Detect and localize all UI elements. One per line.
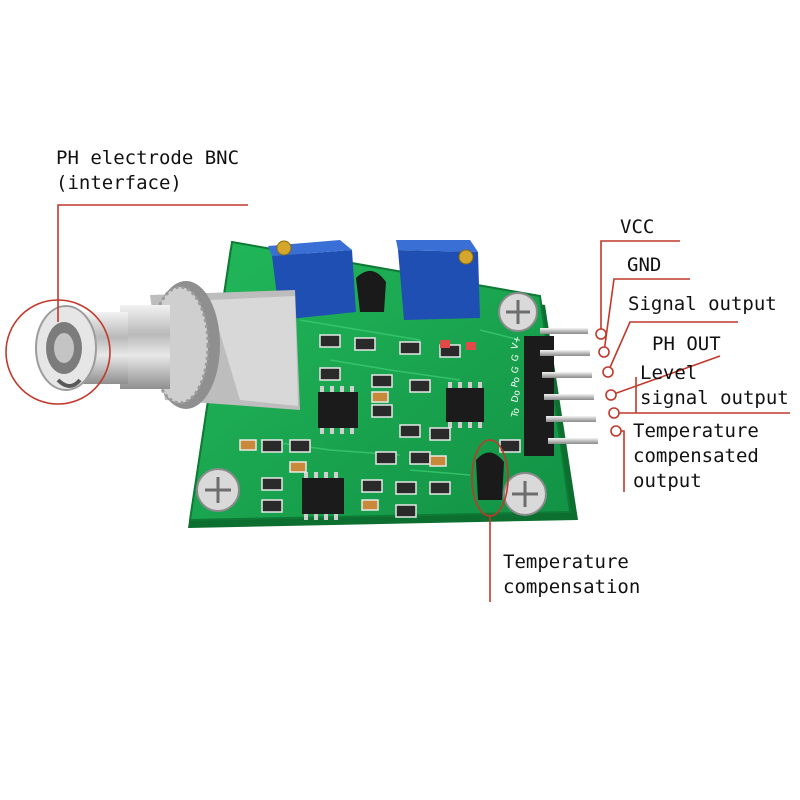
smd-capacitors (239, 391, 447, 511)
ic-chip-2 (446, 382, 484, 428)
label-bnc-line1: PH electrode BNC (56, 147, 240, 169)
pin-label: Do (510, 389, 523, 404)
ic-chip-3 (302, 472, 344, 520)
screw-top-right (498, 292, 538, 332)
pin-label: To (510, 407, 522, 420)
label-temp-compensation-2: compensation (503, 576, 641, 598)
label-vcc: VCC (620, 216, 655, 238)
callout-level-signal (608, 377, 790, 419)
screw-bottom-right (503, 472, 547, 516)
ic-chip-1 (318, 386, 358, 434)
callout-bnc (5, 204, 248, 405)
pin-label: G (510, 365, 521, 374)
label-level-signal-output: signal output (640, 387, 789, 409)
label-bnc-line2: (interface) (56, 172, 182, 194)
smd-components (261, 334, 521, 518)
leds (440, 340, 476, 350)
callout-temp-compensation (471, 439, 509, 602)
label-gnd: GND (627, 254, 662, 276)
header-pins (524, 328, 598, 456)
screw-bottom-left (196, 468, 240, 512)
callout-gnd (598, 278, 690, 358)
callout-temp-comp-output (610, 425, 625, 492)
transistor (356, 270, 386, 312)
pin-label: V+ (510, 335, 523, 351)
pin-silkscreen: To Do Po G G V+ (510, 335, 523, 420)
label-level: Level (640, 362, 698, 384)
label-temp-comp-output-2: compensated (633, 445, 759, 467)
label-ph-out: PH OUT (652, 333, 721, 355)
callout-signal-output (602, 321, 738, 378)
bnc-connector (35, 281, 300, 410)
pin-label: G (510, 353, 521, 362)
callout-ph-out (605, 355, 721, 401)
temperature-sensor (476, 452, 504, 500)
label-signal-output: Signal output (628, 293, 777, 315)
pin-label: Po (510, 375, 523, 388)
label-temp-comp-output-3: output (633, 470, 702, 492)
potentiometer-right (396, 240, 480, 320)
label-temp-compensation-1: Temperature (503, 551, 629, 573)
label-temp-comp-output-1: Temperature (633, 420, 759, 442)
